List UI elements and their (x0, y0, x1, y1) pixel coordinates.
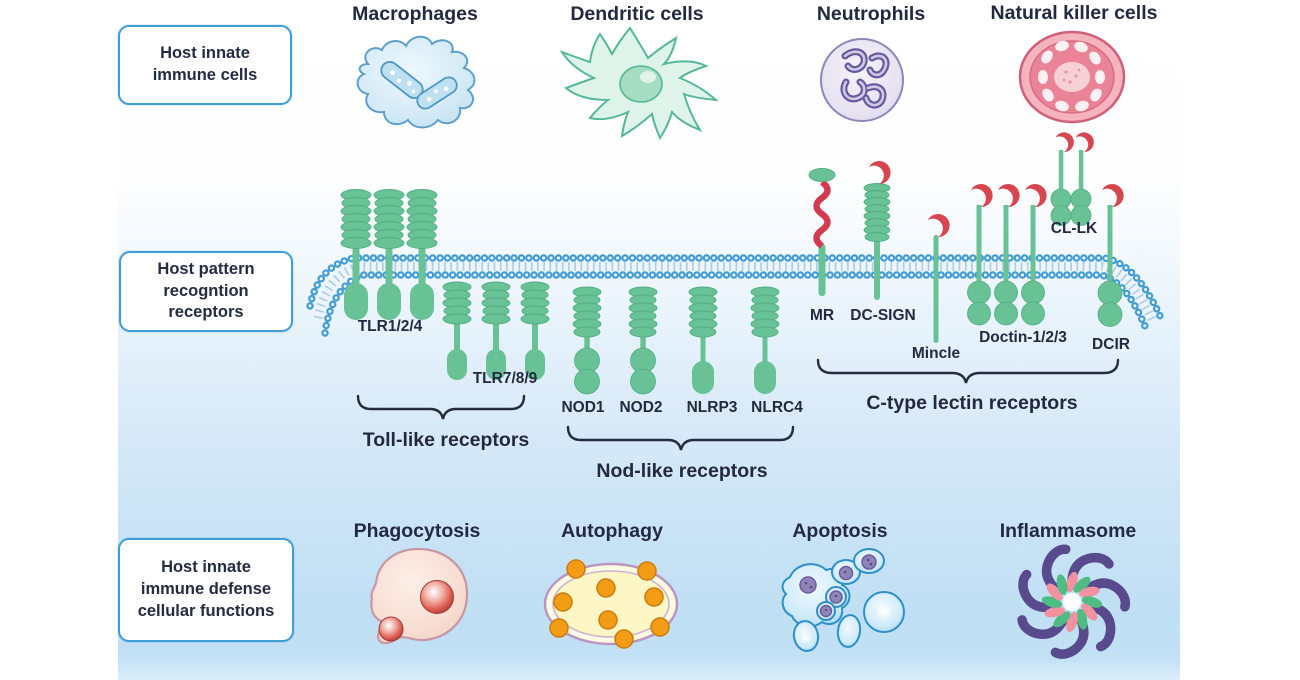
label-dcir: DCIR (1092, 336, 1130, 353)
box-host-innate-immune-cells-text: Host innate immune cells (152, 44, 258, 84)
label-nod-like-receptors: Nod-like receptors (596, 460, 768, 482)
box-host-innate-immune-cells: Host innate immune cells (118, 25, 292, 105)
label-cl-lk: CL-LK (1050, 220, 1098, 237)
label-nlrc4: NLRC4 (751, 399, 803, 416)
label-doctin-123: Doctin-1/2/3 (979, 329, 1067, 346)
label-phagocytosis: Phagocytosis (353, 520, 481, 542)
label-natural-killer-cells: Natural killer cells (990, 2, 1158, 24)
label-nod1: NOD1 (561, 399, 605, 416)
receptor-nlrp3 (688, 286, 718, 394)
receptor-nod1 (572, 286, 602, 395)
receptor-dcir (1097, 184, 1124, 327)
bracket-nod-like (566, 425, 795, 451)
phagocytosis-illustration (370, 547, 469, 645)
box-host-innate-immune-defense-functions-text: Host innate immune defense cellular func… (137, 558, 275, 620)
label-nlrp3: NLRP3 (686, 399, 738, 416)
receptor-mincle (928, 214, 950, 343)
label-tlr124: TLR1/2/4 (357, 318, 423, 335)
label-autophagy: Autophagy (561, 520, 663, 542)
label-c-type-lectin-receptors: C-type lectin receptors (866, 392, 1078, 414)
autophagy-illustration (543, 559, 679, 649)
label-dendritic-cells: Dendritic cells (570, 3, 704, 25)
inflammasome-illustration (1019, 545, 1129, 658)
receptor-nod2 (628, 286, 658, 395)
plasma-membrane (306, 254, 1164, 337)
receptor-cl-lk-group (1050, 132, 1094, 226)
receptor-tlr124-group (340, 189, 438, 320)
label-macrophages: Macrophages (352, 3, 478, 25)
natural-killer-cell-illustration (1018, 30, 1126, 124)
macrophage-illustration (356, 35, 476, 129)
label-dc-sign: DC-SIGN (850, 307, 916, 324)
label-inflammasome: Inflammasome (999, 520, 1137, 542)
receptor-nlrc4 (750, 286, 780, 394)
dendritic-cell-illustration (559, 26, 719, 141)
receptor-dc-sign (863, 161, 891, 300)
bracket-toll-like (356, 394, 526, 420)
receptor-doctin-group (967, 184, 1047, 326)
bracket-c-type-lectin (816, 358, 1120, 384)
receptor-mr (808, 168, 836, 296)
label-neutrophils: Neutrophils (816, 3, 926, 25)
label-mr: MR (809, 307, 835, 324)
label-nod2: NOD2 (619, 399, 663, 416)
box-host-pattern-recognition-receptors-text: Host pattern recogntion receptors (157, 259, 255, 322)
neutrophil-illustration (820, 38, 904, 122)
receptor-tlr789-group (442, 281, 550, 380)
label-toll-like-receptors: Toll-like receptors (362, 429, 530, 451)
box-host-pattern-recognition-receptors: Host pattern recogntion receptors (119, 251, 293, 332)
apoptosis-illustration (781, 548, 905, 652)
label-mincle: Mincle (911, 345, 961, 362)
label-tlr789: TLR7/8/9 (472, 370, 538, 387)
box-host-innate-immune-defense-functions: Host innate immune defense cellular func… (118, 538, 294, 642)
label-apoptosis: Apoptosis (792, 520, 888, 542)
